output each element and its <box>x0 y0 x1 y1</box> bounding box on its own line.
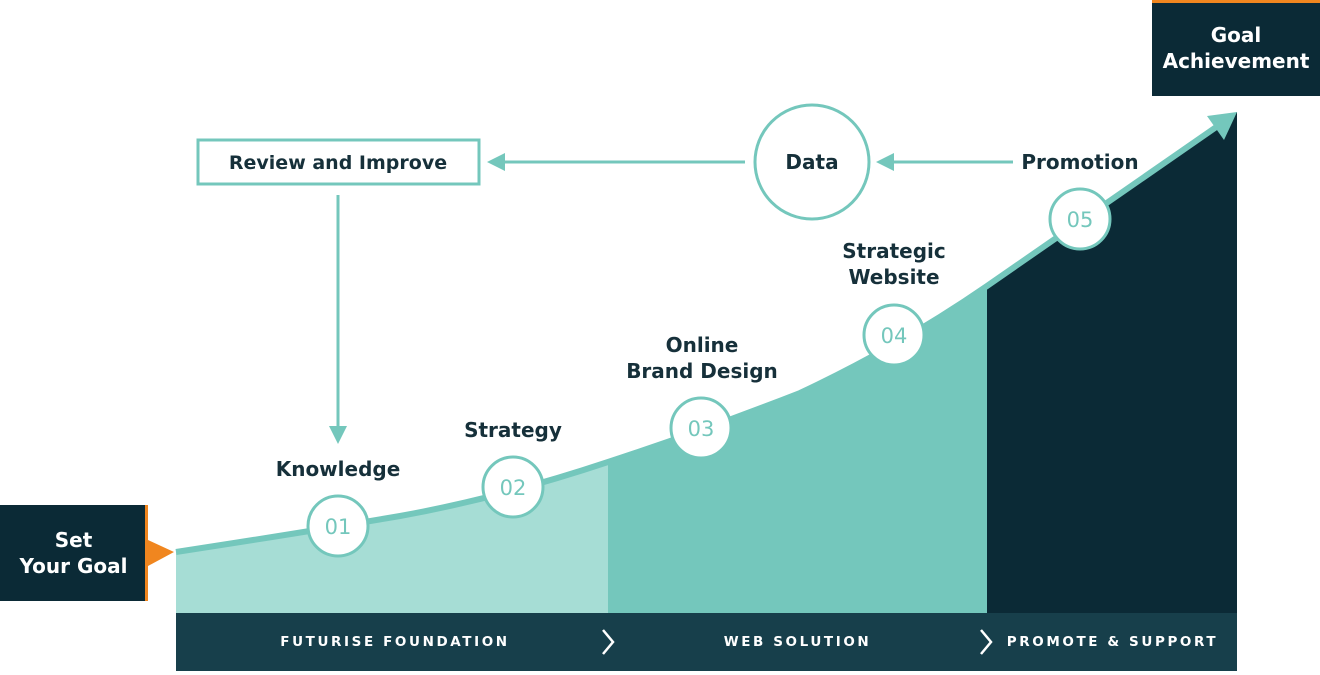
step-number: 03 <box>688 417 715 441</box>
phase-label-web: WEB SOLUTION <box>723 634 872 650</box>
goal-box <box>1152 0 1320 96</box>
promotion-label: Promotion <box>1021 150 1138 174</box>
review-box <box>196 138 481 186</box>
chevron-right-icon <box>980 629 993 655</box>
step-marker-01: 01 <box>306 494 370 558</box>
goal-label: Goal Achievement <box>1162 23 1310 73</box>
step-label-website: Strategic Website <box>842 239 946 289</box>
phase-area-web <box>608 286 987 613</box>
step-number: 02 <box>500 476 527 500</box>
step-marker-03: 03 <box>669 396 733 460</box>
step-label-brand-design: Online Brand Design <box>626 333 778 383</box>
step-label-strategy: Strategy <box>464 418 562 442</box>
start-box-accent <box>145 505 148 601</box>
step-marker-05: 05 <box>1048 187 1112 251</box>
phase-label-promote: PROMOTE & SUPPORT <box>1006 634 1219 650</box>
phase-band <box>176 613 1237 671</box>
goal-box-accent <box>1152 0 1320 3</box>
step-marker-02: 02 <box>481 455 545 519</box>
start-pointer-icon <box>148 540 174 566</box>
step-label-knowledge: Knowledge <box>275 457 401 481</box>
step-marker-04: 04 <box>862 303 926 367</box>
chevron-right-icon <box>602 629 615 655</box>
step-number: 05 <box>1067 208 1094 232</box>
phase-area-promote <box>987 112 1237 613</box>
review-label: Review and Improve <box>229 152 447 174</box>
data-label: Data <box>785 150 838 174</box>
data-circle <box>753 103 871 221</box>
arrowhead-icon <box>876 153 894 171</box>
start-box <box>0 505 147 601</box>
phase-label-foundation: FUTURISE FOUNDATION <box>280 634 510 650</box>
step-number: 01 <box>325 515 352 539</box>
arrowhead-icon <box>329 426 347 444</box>
arrowhead-icon <box>487 153 505 171</box>
step-number: 04 <box>881 324 908 348</box>
growth-arrowhead <box>1207 112 1237 140</box>
start-label: Set Your Goal <box>19 528 128 578</box>
